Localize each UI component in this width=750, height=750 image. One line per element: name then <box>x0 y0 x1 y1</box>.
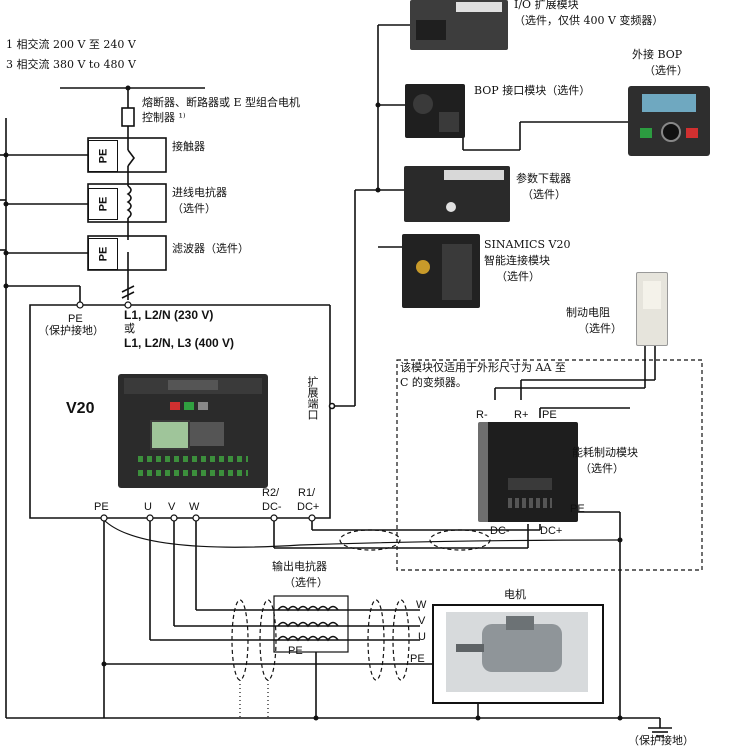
terminal-pe: PE <box>94 501 109 513</box>
pe-box-line-reactor: PE <box>88 188 118 220</box>
brake-pe-bottom: PE <box>570 503 585 515</box>
brake-r-plus: R+ <box>514 409 529 421</box>
terminal-v: V <box>168 501 176 513</box>
param-loader-label: 参数下载器 <box>516 172 571 185</box>
external-bop-image <box>628 86 710 156</box>
input-terminals-or: 或 <box>124 322 135 335</box>
motor-image <box>446 612 588 692</box>
line-reactor-label: 进线电抗器 <box>172 186 227 199</box>
contactor-label: 接触器 <box>172 140 205 153</box>
expansion-port-label: 扩展端口 <box>306 376 319 420</box>
pe-label: PE <box>97 196 109 212</box>
motor-terminal-u: U <box>418 631 426 643</box>
bop-interface-label: BOP 接口模块（选件） <box>474 84 591 97</box>
output-reactor-opt: （选件） <box>284 576 328 589</box>
line-reactor-opt: （选件） <box>172 202 216 215</box>
v20-drive-image <box>118 374 268 488</box>
brake-module-label: 能耗制动模块 <box>572 446 638 459</box>
brake-module-opt: （选件） <box>580 462 624 475</box>
pe-label: PE <box>97 148 109 164</box>
external-bop-opt: （选件） <box>644 64 688 77</box>
terminal-w: W <box>189 501 200 513</box>
pe-label: PE <box>97 246 109 262</box>
supply-1ph: 1 相交流 200 V 至 240 V <box>6 38 136 51</box>
external-bop-label: 外接 BOP <box>632 48 683 61</box>
brake-resistor-label: 制动电阻 <box>566 306 610 319</box>
motor-terminal-pe: PE <box>410 653 425 665</box>
fuse-label-1: 熔断器、断路器或 E 型组合电机 <box>142 96 301 109</box>
param-loader-opt: （选件） <box>522 188 566 201</box>
pe-box-contactor: PE <box>88 140 118 172</box>
brake-module-image <box>478 422 578 522</box>
note-line2: C 的变频器。 <box>400 376 467 389</box>
pe-ground-label: （保护接地） <box>38 324 104 337</box>
terminal-r1: R1/ <box>298 487 316 499</box>
pe-top-label: PE <box>68 313 83 325</box>
smart-module-opt: （选件） <box>496 270 540 283</box>
input-terminals-230: L1, L2/N (230 V) <box>124 308 214 322</box>
smart-module-line2: 智能连接模块 <box>484 254 550 267</box>
terminal-r2: R2/ <box>262 487 280 499</box>
drive-name: V20 <box>66 400 95 417</box>
smart-module-line1: SINAMICS V20 <box>484 238 571 251</box>
output-reactor-label: 输出电抗器 <box>272 560 327 573</box>
motor-terminal-v: V <box>418 615 426 627</box>
terminal-dc-plus: DC+ <box>297 501 320 513</box>
pe-box-filter: PE <box>88 238 118 270</box>
brake-r-minus: R- <box>476 409 488 421</box>
io-module-opt: （选件，仅供 400 V 变频器） <box>514 14 664 27</box>
param-loader-image <box>404 166 510 222</box>
terminal-dc-minus: DC- <box>262 501 282 513</box>
brake-dc-plus: DC+ <box>540 525 563 537</box>
ground-bottom-label: （保护接地） <box>628 734 694 747</box>
motor-label: 电机 <box>504 588 526 601</box>
output-reactor-pe: PE <box>288 645 303 657</box>
brake-dc-minus: DC- <box>490 525 510 537</box>
fuse-label-2: 控制器 ¹⁾ <box>142 111 186 124</box>
smart-module-image <box>402 234 480 308</box>
supply-3ph: 3 相交流 380 V to 480 V <box>6 58 136 71</box>
input-terminals-400: L1, L2/N, L3 (400 V) <box>124 336 235 350</box>
terminal-u: U <box>144 501 152 513</box>
note-line1: 该模块仅适用于外形尺寸为 AA 至 <box>400 361 566 374</box>
io-module-label: I/O 扩展模块 <box>514 0 579 11</box>
bop-interface-image <box>405 84 465 138</box>
brake-resistor-opt: （选件） <box>578 322 622 335</box>
brake-pe-top: PE <box>542 409 557 421</box>
brake-resistor-image <box>636 272 668 346</box>
filter-label: 滤波器（选件） <box>172 242 249 255</box>
io-module-image <box>410 0 508 50</box>
motor-terminal-w: W <box>416 599 427 611</box>
